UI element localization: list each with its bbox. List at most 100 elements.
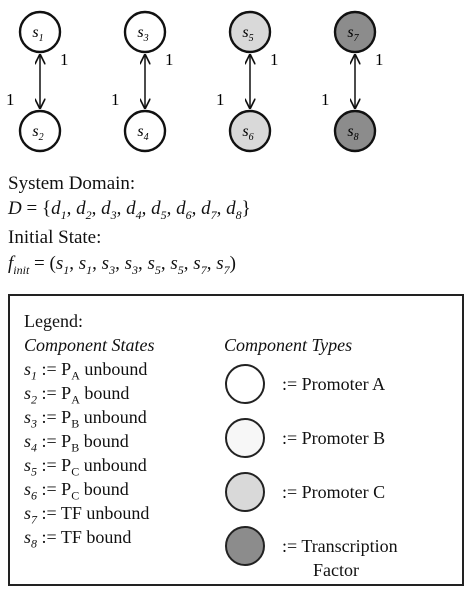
domain-open: = {: [21, 198, 52, 219]
init-item: s: [55, 253, 64, 274]
init-item-subscript: 5: [154, 262, 161, 277]
domain-item: d: [201, 198, 211, 219]
init-item: s: [124, 253, 132, 274]
state-node-s2: s2: [18, 109, 62, 153]
domain-item: d: [51, 198, 61, 219]
legend-state-component-subscript: C: [71, 464, 80, 479]
state-node-label: s6: [242, 123, 253, 143]
init-separator: ,: [92, 253, 102, 274]
init-item-subscript: 3: [109, 262, 116, 277]
init-separator: ,: [160, 253, 171, 274]
legend-state-symbol-subscript: 2: [31, 392, 38, 407]
legend-type-label: := Transcription: [282, 536, 398, 556]
init-item-subscript: 3: [131, 262, 138, 277]
legend-state-desc: bound: [79, 431, 129, 451]
domain-item: d: [151, 198, 161, 219]
legend-state-symbol-subscript: 4: [31, 440, 38, 455]
legend-state-row: s1 := PA unbound: [24, 358, 148, 383]
transition-rate-down: 1: [270, 50, 279, 69]
legend-type-swatch: [225, 364, 265, 404]
domain-item: d: [226, 198, 236, 219]
domain-item: d: [76, 198, 86, 219]
legend-state-symbol-subscript: 3: [31, 416, 38, 431]
legend-state-row: s6 := PC bound: [24, 478, 129, 503]
legend-state-symbol-subscript: 7: [31, 512, 38, 527]
legend-state-symbol: s: [24, 527, 32, 547]
domain-item-subscript: 5: [160, 207, 167, 222]
legend-state-row: s5 := PC unbound: [24, 454, 147, 479]
transition-rate-down: 1: [60, 50, 69, 69]
legend-state-row: s3 := PB unbound: [24, 406, 147, 431]
init-item-subscript: 1: [86, 262, 93, 277]
state-node-circle: [18, 10, 62, 54]
legend-state-symbol-subscript: 1: [31, 368, 38, 383]
state-node-circle: [123, 10, 167, 54]
init-close: ): [229, 253, 236, 274]
init-separator: ,: [115, 253, 125, 274]
legend-state-component-subscript: A: [71, 392, 80, 407]
legend-state-symbol-subscript: 8: [31, 536, 38, 551]
init-separator: ,: [69, 253, 79, 274]
legend-assign: :=: [37, 431, 62, 451]
legend-state-component: P: [61, 479, 72, 499]
legend-state-symbol: s: [24, 455, 32, 475]
domain-item: d: [176, 198, 186, 219]
component-types-heading: Component Types: [224, 335, 353, 355]
domain-item-subscript: 3: [110, 207, 117, 222]
legend-state-desc: unbound: [79, 407, 147, 427]
legend-type-swatch: [225, 526, 265, 566]
legend-assign: :=: [37, 503, 61, 523]
init-item: s: [147, 253, 155, 274]
legend-state-row: s2 := PA bound: [24, 382, 130, 407]
system-domain-formula: D = {d1, d2, d3, d4, d5, d6, d7, d8}: [8, 198, 251, 222]
init-open: = (: [29, 253, 56, 274]
legend-assign: :=: [37, 455, 62, 475]
system-domain-heading: System Domain:: [8, 173, 136, 194]
legend-title: Legend:: [24, 311, 83, 331]
legend-state-component-subscript: A: [71, 368, 80, 383]
domain-item-subscript: 1: [60, 207, 67, 222]
legend-state-desc: unbound: [79, 359, 148, 379]
init-item: s: [193, 253, 201, 274]
state-node-label: s2: [32, 123, 43, 143]
transition-rate-up: 1: [111, 90, 120, 109]
legend-type-label: := Promoter C: [282, 482, 386, 502]
legend-state-component: P: [61, 359, 72, 379]
legend-state-symbol: s: [24, 479, 32, 499]
legend-state-desc: bound: [79, 383, 130, 403]
domain-separator: ,: [66, 198, 77, 219]
state-node-circle: [228, 10, 272, 54]
domain-item: d: [101, 198, 111, 219]
legend-type-swatch: [225, 418, 265, 458]
initial-state-heading: Initial State:: [8, 227, 102, 248]
legend-state-component: TF: [60, 527, 82, 547]
state-node-s3: s3: [123, 10, 167, 54]
init-item: s: [170, 253, 178, 274]
state-node-s1: s1: [18, 10, 62, 54]
domain-separator: ,: [116, 198, 127, 219]
legend-state-component: P: [61, 455, 72, 475]
legend-assign: :=: [37, 407, 62, 427]
legend-state-desc: unbound: [81, 503, 150, 523]
legend-assign: :=: [37, 527, 61, 547]
state-node-label: s4: [137, 123, 148, 143]
init-item-subscript: 1: [63, 262, 70, 277]
legend-assign: :=: [37, 359, 62, 379]
domain-item: d: [126, 198, 136, 219]
legend-state-symbol: s: [24, 503, 32, 523]
legend-state-row: s8 := TF bound: [24, 526, 131, 551]
legend-state-symbol-subscript: 5: [31, 464, 38, 479]
legend-state-component-subscript: C: [71, 488, 80, 503]
legend-type-label-line2: Factor: [313, 560, 359, 580]
domain-separator: ,: [191, 198, 202, 219]
transition-rate-down: 1: [165, 50, 174, 69]
init-item-subscript: 7: [200, 262, 207, 277]
state-node-label: s8: [347, 123, 358, 143]
legend-state-row: s7 := TF unbound: [24, 502, 150, 527]
domain-item-subscript: 6: [185, 207, 192, 222]
state-node-label: s3: [137, 24, 148, 44]
legend-state-component: P: [61, 383, 72, 403]
state-node-label: s5: [242, 24, 253, 44]
domain-separator: ,: [141, 198, 152, 219]
